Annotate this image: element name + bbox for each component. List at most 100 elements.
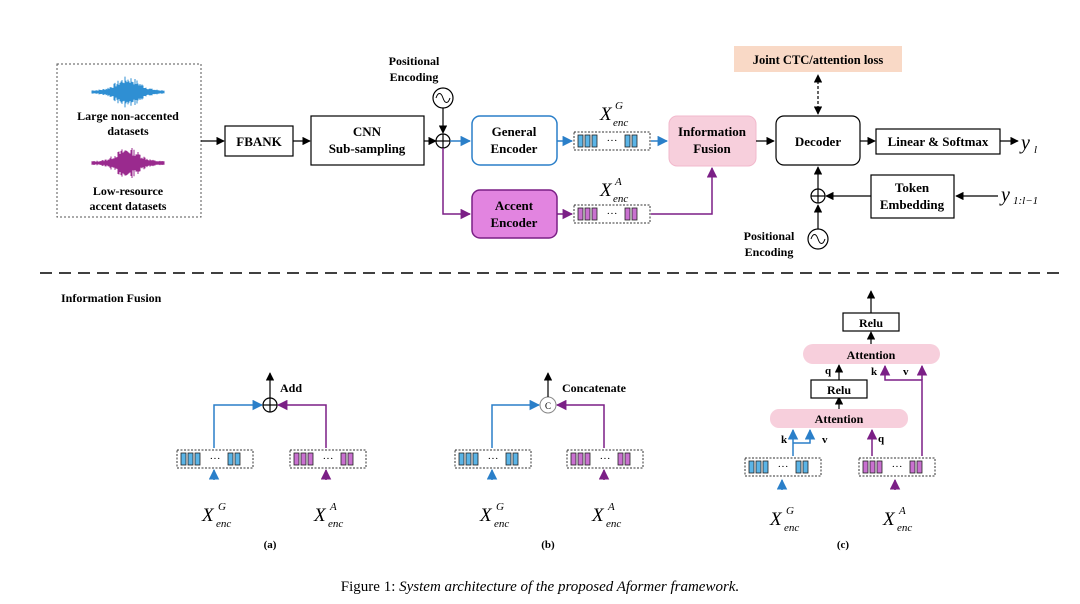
dataset-large-line1: Large non-accented xyxy=(77,109,179,123)
y-symbol: y xyxy=(1019,132,1030,154)
feature-cell xyxy=(180,452,187,466)
attention-box-upper xyxy=(803,344,940,364)
feature-dots: ··· xyxy=(607,135,618,147)
pos-enc-top-line1: Positional xyxy=(389,54,440,68)
x-symbol: X xyxy=(599,104,613,125)
pos-enc-top-line2: Encoding xyxy=(390,70,439,84)
x-subscript: enc xyxy=(606,518,621,530)
x-subscript: enc xyxy=(613,117,628,129)
relu-upper-label: Relu xyxy=(859,316,883,330)
dataset-low-line2: accent datasets xyxy=(90,199,167,213)
x-superscript: G xyxy=(218,501,226,513)
caption-prefix: Figure 1: xyxy=(341,579,399,595)
feature-cell xyxy=(307,452,314,466)
linear-softmax-label: Linear & Softmax xyxy=(888,134,989,149)
feature-cell xyxy=(624,452,631,466)
x-subscript: enc xyxy=(784,522,799,534)
arrow-purple-add xyxy=(276,399,327,448)
x-superscript: G xyxy=(786,505,794,517)
x-superscript: A xyxy=(329,501,337,513)
feature-cell xyxy=(584,134,591,148)
feature-cell xyxy=(624,207,631,221)
info-fusion-line1: Information xyxy=(678,124,747,139)
feature-cell xyxy=(584,207,591,221)
feature-cell xyxy=(631,134,638,148)
panel-a-label: (a) xyxy=(264,539,277,551)
arrow-k-upper xyxy=(879,364,923,456)
feature-dots: ··· xyxy=(892,461,903,473)
token-embedding-box xyxy=(870,174,955,219)
fbank-box xyxy=(224,125,294,157)
add-label: Add xyxy=(280,381,302,395)
feature-block-accent-c: ··· xyxy=(858,457,936,477)
feature-cell xyxy=(909,460,916,474)
section-title: Information Fusion xyxy=(61,291,162,305)
sine-wave-glyph xyxy=(435,93,451,103)
x-symbol: X xyxy=(769,509,783,530)
feature-dots: ··· xyxy=(607,208,618,220)
feature-cell xyxy=(916,460,923,474)
feature-cell xyxy=(869,460,876,474)
feature-cell xyxy=(624,134,631,148)
attention-lower-label: Attention xyxy=(815,412,864,426)
feature-dots: ··· xyxy=(488,453,499,465)
feature-block-general-c: ··· xyxy=(744,457,822,477)
joint-loss-label: Joint CTC/attention loss xyxy=(753,53,884,67)
token-embedding-line2: Embedding xyxy=(880,197,945,212)
panel-c-label: (c) xyxy=(837,539,850,551)
pos-enc-bottom-line2: Encoding xyxy=(745,245,794,259)
fbank-label: FBANK xyxy=(236,134,282,149)
arrow-sum-accent xyxy=(442,148,472,220)
x-symbol: X xyxy=(599,180,613,201)
figure-caption: Figure 1: System architecture of the pro… xyxy=(341,579,739,595)
feature-cell xyxy=(293,452,300,466)
x-superscript: A xyxy=(898,505,906,517)
x-symbol: X xyxy=(591,505,605,526)
feature-cell xyxy=(577,134,584,148)
arrow-blue-add xyxy=(213,399,264,448)
arrow-accentfeatures-fusion xyxy=(651,166,718,215)
feature-dots: ··· xyxy=(323,453,334,465)
feature-cell xyxy=(347,452,354,466)
concat-symbol: C xyxy=(545,401,551,411)
feature-dots: ··· xyxy=(210,453,221,465)
feature-cell xyxy=(300,452,307,466)
dataset-large-line2: datasets xyxy=(107,124,149,138)
feature-cell xyxy=(876,460,883,474)
feature-cell xyxy=(591,207,598,221)
feature-cell xyxy=(194,452,201,466)
feature-cell xyxy=(465,452,472,466)
x-enc-g-top-label: X G enc xyxy=(599,100,628,129)
feature-cell xyxy=(505,452,512,466)
feature-cell xyxy=(577,452,584,466)
feature-cell xyxy=(227,452,234,466)
feature-cell xyxy=(458,452,465,466)
feature-cell xyxy=(187,452,194,466)
general-encoder-line2: Encoder xyxy=(491,141,538,156)
concatenate-label: Concatenate xyxy=(562,381,627,395)
x-subscript: enc xyxy=(613,193,628,205)
panel-b: ··· ··· C Concatenate (b) xyxy=(454,372,644,551)
feature-cell xyxy=(570,452,577,466)
feature-dots: ··· xyxy=(778,461,789,473)
feature-cell xyxy=(617,452,624,466)
k-label-lower: k xyxy=(781,434,788,446)
feature-cell xyxy=(748,460,755,474)
linear-softmax-box xyxy=(875,128,1001,155)
panel-b-label: (b) xyxy=(541,539,555,551)
v-label-upper: v xyxy=(903,366,909,378)
panel-a: ··· ··· Add (a) xyxy=(176,372,367,551)
feature-cell xyxy=(795,460,802,474)
feature-block-general-b: ··· xyxy=(454,449,532,469)
cnn-label-line1: CNN xyxy=(353,124,382,139)
feature-cell xyxy=(762,460,769,474)
feature-cell xyxy=(472,452,479,466)
feature-cell xyxy=(755,460,762,474)
feature-dots: ··· xyxy=(600,453,611,465)
